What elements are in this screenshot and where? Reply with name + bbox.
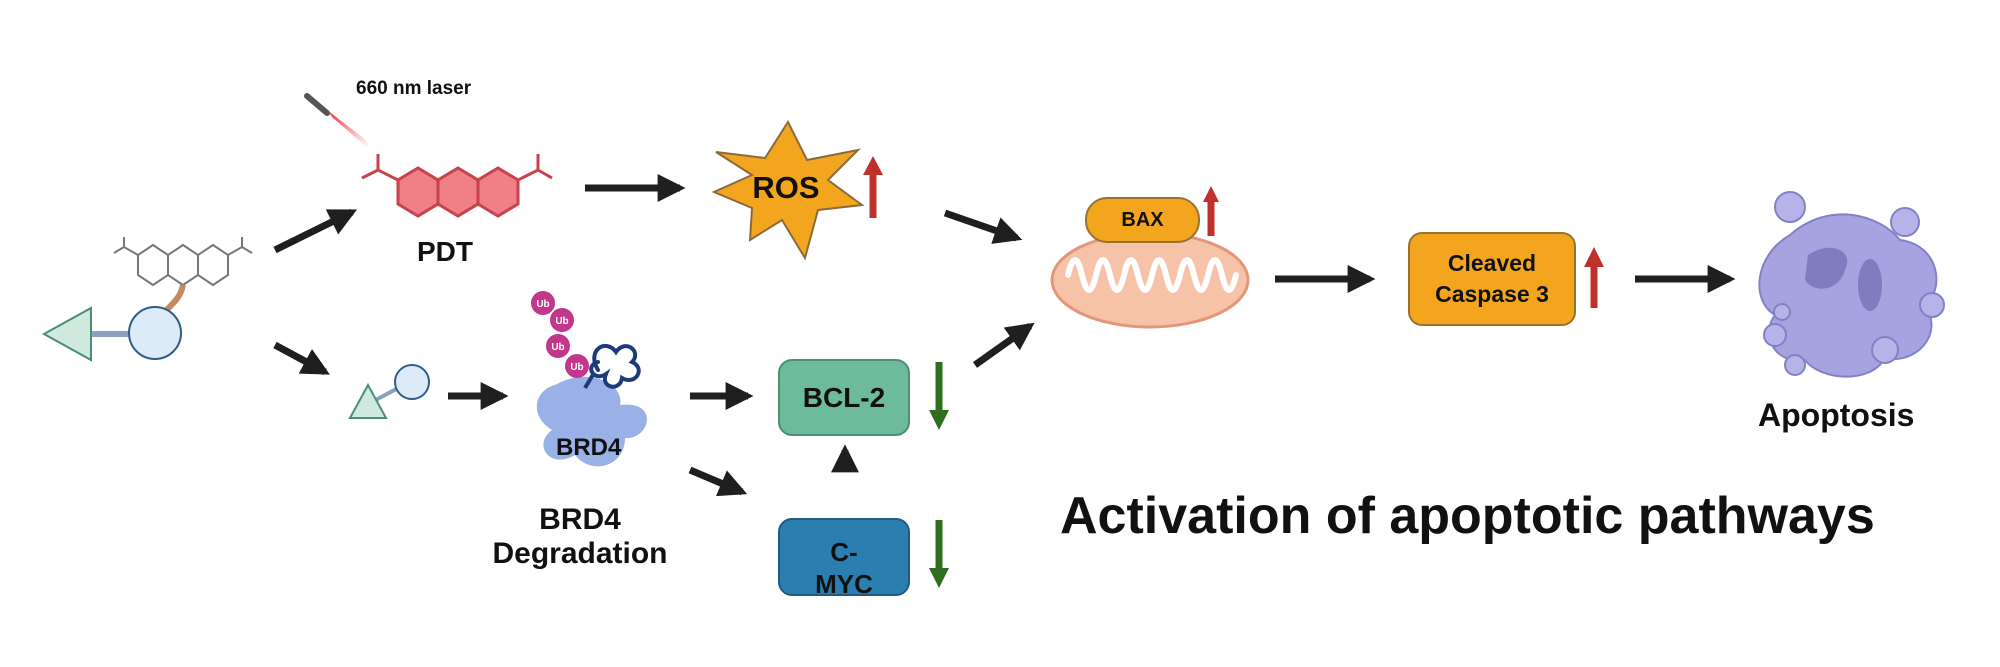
ub-label: Ub: [536, 299, 549, 310]
cmyc-box: C- MYC: [778, 518, 910, 596]
brd4-degradation-label: BRD4 Degradation: [492, 503, 668, 570]
brd4-protein-icon: [536, 344, 647, 467]
ros-label: ROS: [752, 170, 819, 205]
apoptosis-label: Apoptosis: [1758, 397, 1915, 433]
arrow-bcl2-to-mito: [972, 322, 1035, 368]
mitochondrion-icon: [1050, 231, 1250, 329]
cmyc-label: C- MYC: [815, 537, 873, 596]
bax-box: BAX: [1085, 197, 1200, 243]
cleaved-caspase-box: Cleaved Caspase 3: [1408, 232, 1576, 326]
flow-arrows: [273, 174, 1736, 497]
bcl2-box: BCL-2: [778, 359, 910, 436]
ros-burst-icon: [711, 119, 865, 261]
cleaved-caspase-label: Cleaved Caspase 3: [1435, 250, 1549, 307]
bax-label: BAX: [1121, 208, 1164, 231]
photosensitizer-icon: [361, 154, 553, 218]
laser-label: 660 nm laser: [356, 78, 472, 99]
ub-label: Ub: [555, 316, 568, 327]
arrow-to-ligand: [273, 341, 330, 376]
pdt-label: PDT: [417, 236, 473, 267]
headline: Activation of apoptotic pathways: [1060, 487, 1875, 545]
protac-molecule-icon: [41, 237, 253, 362]
apoptotic-cell-icon: [1758, 191, 1945, 378]
bcl2-label: BCL-2: [802, 381, 886, 413]
arrow-ros-to-mito: [943, 209, 1023, 244]
ubiquitin-chain: Ub Ub Ub Ub: [531, 291, 589, 378]
ligand-fragment-icon: [348, 364, 430, 419]
ub-label: Ub: [570, 362, 583, 373]
ub-label: Ub: [551, 342, 564, 353]
arrow-brd4-to-cmyc: [688, 466, 748, 497]
regulation-arrows: [863, 156, 1604, 588]
laser-icon: [304, 93, 370, 150]
brd4-protein-label: BRD4: [556, 434, 622, 461]
arrow-to-pdt: [273, 208, 358, 254]
